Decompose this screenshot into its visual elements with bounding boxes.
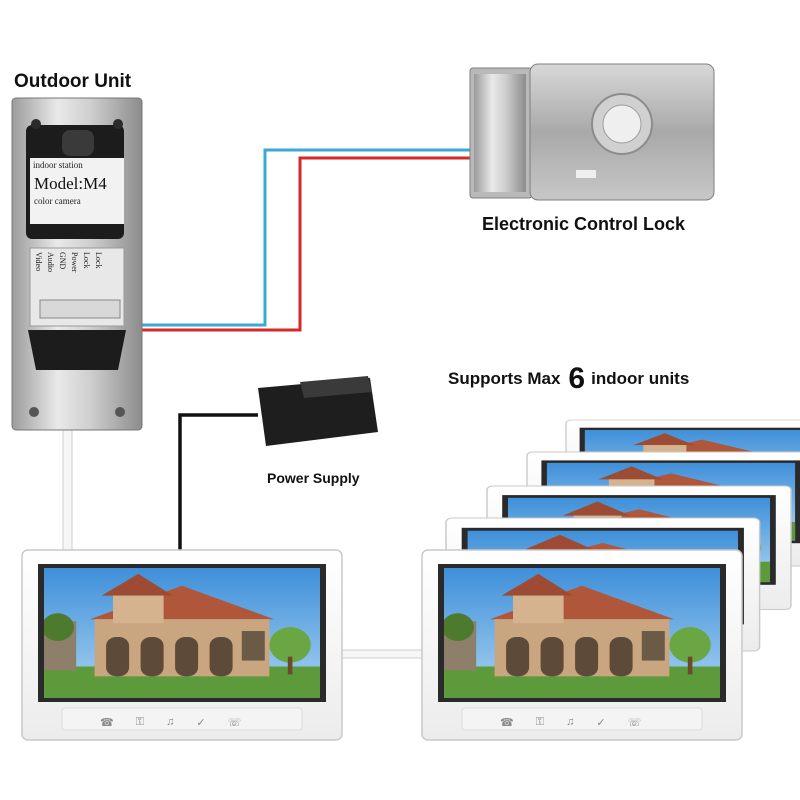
terminal-label: GND bbox=[58, 252, 67, 270]
monitor-buttons: ☎ ⚿ ♫ ✓ ☏ bbox=[100, 716, 241, 729]
supports-count: 6 bbox=[568, 362, 586, 395]
indoor-monitor-main bbox=[22, 550, 342, 740]
wire-blue bbox=[86, 148, 480, 327]
key-icon: ⚿ bbox=[535, 716, 545, 728]
cable-outdoor-to-monitor bbox=[62, 424, 73, 554]
wire-black bbox=[178, 413, 258, 552]
electronic-lock bbox=[469, 63, 715, 201]
phone-icon: ☎ bbox=[100, 717, 114, 729]
power-supply-label: Power Supply bbox=[267, 470, 360, 486]
wrench-icon: ✓ bbox=[196, 717, 206, 729]
key-icon: ⚿ bbox=[135, 716, 145, 728]
terminal-label: Lock bbox=[94, 252, 103, 269]
cable-monitor-to-monitor bbox=[341, 649, 425, 659]
bell-icon: ♫ bbox=[166, 716, 175, 728]
phone-icon: ☎ bbox=[500, 717, 514, 729]
handset-icon: ☏ bbox=[627, 717, 642, 729]
supports-suffix: indoor units bbox=[591, 369, 690, 388]
bell-icon: ♫ bbox=[566, 716, 575, 728]
outdoor-unit-label: Outdoor Unit bbox=[14, 71, 132, 92]
electronic-lock-label: Electronic Control Lock bbox=[482, 214, 686, 234]
outdoor-unit bbox=[11, 97, 143, 431]
terminal-label: Power bbox=[70, 252, 79, 273]
power-adapter bbox=[258, 376, 378, 446]
indoor-monitor-right bbox=[422, 550, 742, 740]
terminal-label: Audio bbox=[46, 252, 55, 272]
outdoor-terminal-labels: Video Audio GND Power Lock Lock bbox=[34, 252, 122, 300]
terminal-label: Lock bbox=[82, 252, 91, 269]
terminal-label: Video bbox=[34, 252, 43, 272]
supports-max-label: Supports Max 6 indoor units bbox=[448, 362, 689, 396]
wire-red bbox=[100, 156, 480, 332]
monitor-buttons-right: ☎ ⚿ ♫ ✓ ☏ bbox=[500, 716, 641, 729]
outdoor-panel-model: Model:M4 bbox=[34, 174, 107, 193]
supports-prefix: Supports Max bbox=[448, 369, 561, 388]
wrench-icon: ✓ bbox=[596, 717, 606, 729]
handset-icon: ☏ bbox=[227, 717, 242, 729]
outdoor-panel-line3: color camera bbox=[34, 196, 81, 206]
outdoor-panel-line1: indoor station bbox=[33, 160, 83, 170]
